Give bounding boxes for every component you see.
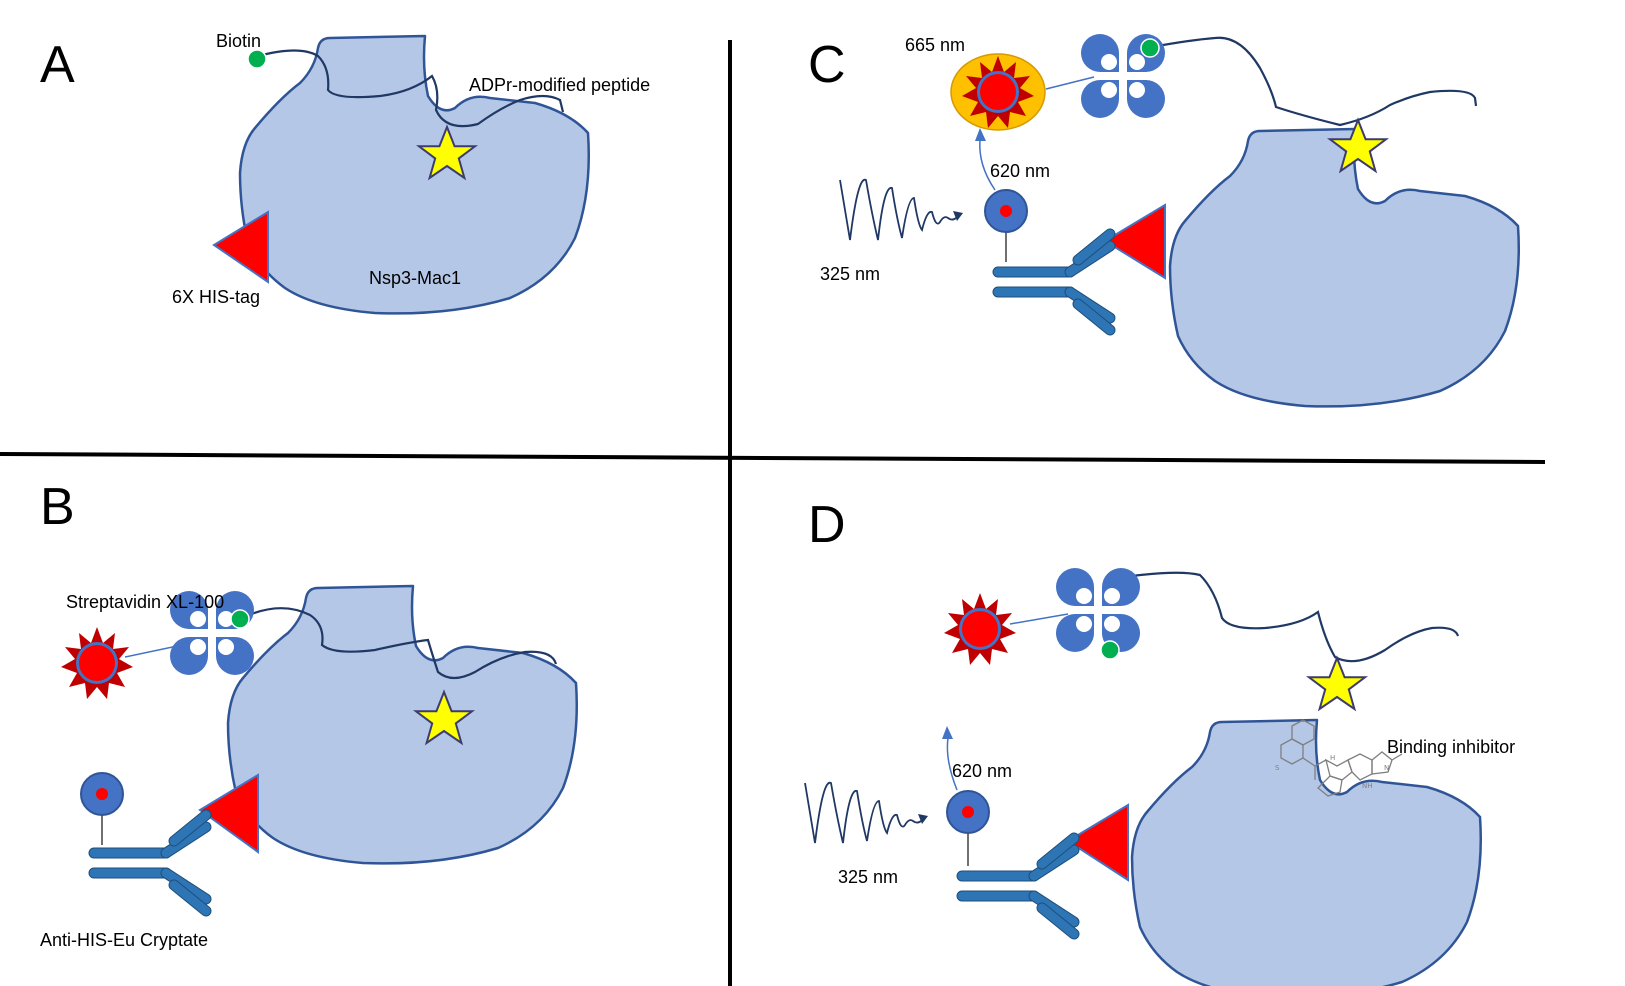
europium-cryptate-icon xyxy=(946,790,990,834)
panel-c: C 665 nm 620 nm 325 nm xyxy=(808,34,1521,408)
label-binding-inhibitor: Binding inhibitor xyxy=(1387,737,1515,757)
his-tag-icon xyxy=(198,773,259,854)
acceptor-linker xyxy=(1045,76,1095,90)
peptide-chain xyxy=(1151,36,1478,127)
svg-text:NH: NH xyxy=(1362,782,1373,790)
panel-a: A Biotin ADPr-modified peptide 6X HIS-ta… xyxy=(40,31,650,315)
acceptor-fluorophore-icon xyxy=(944,593,1016,665)
biotin-icon xyxy=(1100,640,1120,660)
acceptor-linker xyxy=(124,644,183,658)
panel-d: D S H NH N 6 xyxy=(804,496,1515,986)
panel-d-letter: D xyxy=(808,496,846,554)
europium-cryptate-icon xyxy=(984,189,1028,233)
peptide-chain xyxy=(1131,571,1460,663)
label-his-tag: 6X HIS-tag xyxy=(172,287,260,307)
divider-horizontal xyxy=(0,452,1546,464)
his-tag-icon xyxy=(1103,203,1166,280)
emission-arrowhead xyxy=(975,128,986,141)
acceptor-fluorophore-icon xyxy=(61,627,133,699)
panel-a-letter: A xyxy=(40,36,75,94)
emission-arrow xyxy=(979,139,996,191)
peptide-chain xyxy=(241,607,558,680)
label-adpr-peptide: ADPr-modified peptide xyxy=(469,75,650,95)
label-325nm: 325 nm xyxy=(838,867,898,887)
excitation-arrowhead xyxy=(953,211,963,221)
excitation-wave-icon xyxy=(804,781,924,844)
protein-nsp3-mac1 xyxy=(1168,127,1521,408)
anti-his-antibody-icon xyxy=(998,234,1110,330)
streptavidin-icon xyxy=(1056,568,1140,652)
label-antibody: Anti-HIS-Eu Cryptate xyxy=(40,930,208,950)
label-protein: Nsp3-Mac1 xyxy=(369,268,461,288)
adpr-star-icon xyxy=(1308,657,1366,710)
label-665nm: 665 nm xyxy=(905,35,965,55)
his-tag-icon xyxy=(1066,803,1129,882)
svg-text:N: N xyxy=(1384,764,1389,772)
anti-his-antibody-icon xyxy=(962,838,1074,934)
acceptor-linker xyxy=(1009,613,1069,625)
panel-b: B Streptavidin XL-100 Anti-HIS-Eu Crypta… xyxy=(40,478,579,950)
emission-arrowhead xyxy=(942,726,953,739)
panel-b-letter: B xyxy=(40,478,75,536)
panel-c-letter: C xyxy=(808,36,846,94)
inhibitor-molecule-icon: S H NH N xyxy=(1275,719,1403,797)
label-325nm: 325 nm xyxy=(820,264,880,284)
emission-arrow xyxy=(946,737,958,791)
biotin-icon xyxy=(247,49,267,69)
label-620nm: 620 nm xyxy=(990,161,1050,181)
peptide-chain xyxy=(257,49,565,128)
label-620nm: 620 nm xyxy=(952,761,1012,781)
his-tag-icon xyxy=(212,210,269,284)
svg-text:H: H xyxy=(1330,754,1335,762)
label-biotin: Biotin xyxy=(216,31,261,51)
biotin-icon xyxy=(230,609,250,629)
excitation-wave-icon xyxy=(839,178,959,241)
excitation-arrowhead xyxy=(918,814,928,824)
anti-his-antibody-icon xyxy=(94,815,206,911)
protein-nsp3-mac1 xyxy=(226,584,579,865)
label-streptavidin: Streptavidin XL-100 xyxy=(66,592,224,612)
europium-cryptate-icon xyxy=(80,772,124,816)
svg-text:S: S xyxy=(1275,764,1280,772)
biotin-icon xyxy=(1140,38,1160,58)
